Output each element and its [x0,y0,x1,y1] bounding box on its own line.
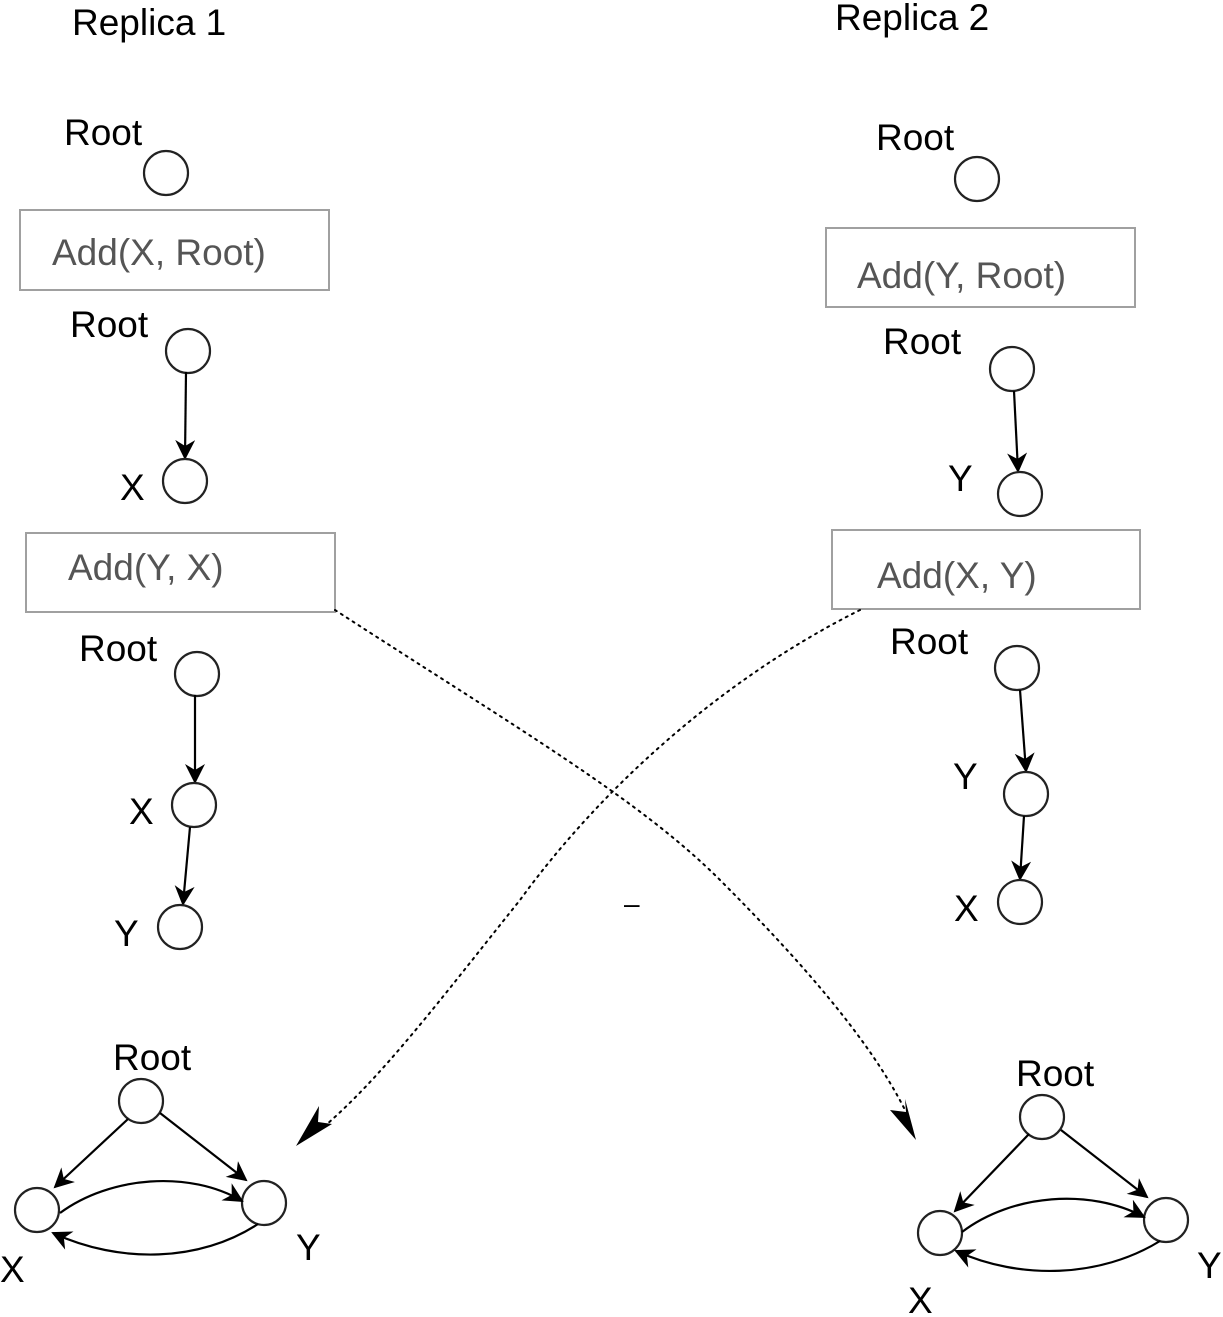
y-node [1142,1196,1190,1244]
edge-root-y [1014,689,1035,773]
replica2-op1: Add(Y, Root) [825,227,1136,308]
root-node [164,327,212,375]
replica2-title: Replica 2 [835,0,989,38]
root-node [173,650,221,698]
y-node [1002,770,1050,818]
operation-box [25,532,336,613]
x-node [996,878,1044,926]
operation-label: Add(X, Root) [52,232,266,273]
operation-label: Add(Y, Root) [857,255,1066,296]
replica1-op2: Add(Y, X) [25,532,336,613]
y-node [996,470,1044,518]
root-label: Root [890,621,969,662]
y-label: Y [296,1227,321,1268]
edge-root-y [159,1112,248,1182]
root-node [993,644,1041,692]
y-label: Y [948,458,973,499]
x-label: X [120,467,145,508]
y-node [156,903,204,951]
replica1-state-initial: Root [64,112,190,197]
operation-label: Add(Y, X) [68,547,224,588]
operation-box [831,529,1141,610]
operation-label: Add(X, Y) [877,555,1037,596]
edge-x-y [174,826,195,906]
root-label: Root [1016,1053,1095,1094]
edge-x-y [59,1180,244,1214]
merged-graph-replica1: Root X Y [0,1037,321,1290]
edge-root-x [175,371,196,460]
replica1-op1: Add(X, Root) [19,209,330,291]
x-node [170,781,218,829]
edge-root-x [53,1118,129,1189]
replica1-state-after-op2: Root X Y [79,628,221,954]
root-label: Root [113,1037,192,1078]
replica1-state-after-op1: Root X [70,304,212,508]
propagation-r1-arrowhead [890,1099,916,1140]
y-label: Y [1197,1245,1222,1286]
root-label: Root [883,321,962,362]
x-label: X [129,791,154,832]
x-label: X [908,1280,933,1317]
propagation-r2-arrowhead [296,1106,332,1146]
stray-mark: – [624,888,640,919]
operation-box [825,227,1136,308]
edge-root-y [1060,1129,1149,1199]
replica2-state-after-op2: Root Y X [890,621,1050,929]
root-node [953,155,1001,203]
root-label: Root [70,304,149,345]
root-label: Root [876,117,955,158]
replica2-op2: Add(X, Y) [831,529,1141,610]
x-node [13,1186,61,1234]
replica2-state-initial: Root [876,117,1001,203]
edge-root-y [1007,390,1028,473]
y-label: Y [114,913,139,954]
replica1-title: Replica 1 [72,2,226,43]
edge-y-x [51,1223,259,1256]
root-node [1018,1093,1066,1141]
root-label: Root [64,112,143,153]
edge-y-x [954,1240,1161,1273]
edge-y-x [1011,815,1032,881]
propagation-r1-to-r2-dotted [334,609,906,1111]
x-node [916,1209,964,1257]
root-label: Root [79,628,158,669]
edge-root-x [953,1133,1030,1213]
root-node [988,345,1036,393]
operation-box [19,209,330,291]
edge-x-y [961,1197,1146,1233]
x-label: X [954,888,979,929]
y-label: Y [953,756,978,797]
x-node [161,457,209,505]
root-node [117,1077,165,1125]
merged-graph-replica2: Root X Y [908,1053,1222,1317]
replica2-state-after-op1: Root Y [883,321,1044,518]
x-label: X [0,1249,25,1290]
root-node [142,149,190,197]
propagation-r2-to-r1-dotted [319,609,861,1131]
y-node [240,1179,288,1227]
